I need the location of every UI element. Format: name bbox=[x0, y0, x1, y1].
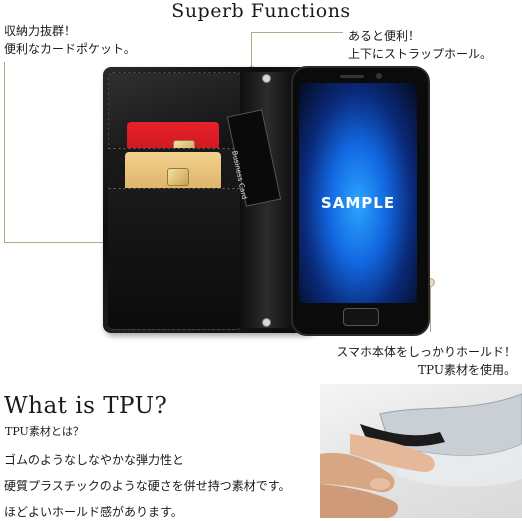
tpu-flex-photo bbox=[320, 384, 522, 518]
phone-hold-note: スマホ本体をしっかりホールド！ TPU素材を使用。 bbox=[300, 343, 516, 379]
card-pocket-leader-vertical bbox=[4, 62, 5, 243]
sample-watermark: SAMPLE bbox=[320, 194, 396, 212]
phone-screen bbox=[299, 83, 417, 303]
phone-hold-note-line2: TPU素材を使用。 bbox=[418, 363, 516, 377]
page-title: Superb Functions bbox=[171, 0, 351, 22]
strap-hole-leader-horizontal bbox=[251, 32, 343, 33]
card-pocket-note-line1: 収納力抜群！ bbox=[4, 24, 77, 38]
card-pocket-note: 収納力抜群！ 便利なカードポケット。 bbox=[4, 22, 136, 58]
tpu-subheading: TPU素材とは？ bbox=[5, 425, 84, 438]
strap-hole-note-line2: 上下にストラップホール。 bbox=[348, 47, 493, 61]
phone-hold-leader-vertical bbox=[430, 282, 431, 332]
tpu-heading: What is TPU? bbox=[4, 393, 168, 419]
front-camera bbox=[376, 73, 382, 79]
tpu-description-line: 硬質プラスチックのような硬さを併せ持つ素材です。 bbox=[4, 479, 291, 493]
bottom-strap-hole bbox=[262, 318, 271, 327]
strap-hole-note: あると便利！ 上下にストラップホール。 bbox=[348, 27, 492, 63]
strap-hole-leader-vertical bbox=[251, 32, 252, 70]
top-strap-hole bbox=[262, 74, 271, 83]
card-pocket-note-line2: 便利なカードポケット。 bbox=[4, 42, 136, 56]
speaker-grille bbox=[340, 75, 364, 78]
card-chip bbox=[167, 168, 189, 186]
card-pocket-leader-horizontal bbox=[4, 242, 119, 243]
hand-bending-case-icon bbox=[320, 393, 522, 518]
phone-hold-note-line1: スマホ本体をしっかりホールド！ bbox=[336, 345, 516, 359]
card-slot bbox=[108, 188, 240, 329]
tpu-description-line: ほどよいホールド感があります。 bbox=[4, 505, 183, 519]
strap-hole-note-line1: あると便利！ bbox=[348, 29, 421, 43]
tpu-description-line: ゴムのようなしなやかな弾力性と bbox=[4, 453, 185, 467]
home-button bbox=[343, 308, 379, 326]
